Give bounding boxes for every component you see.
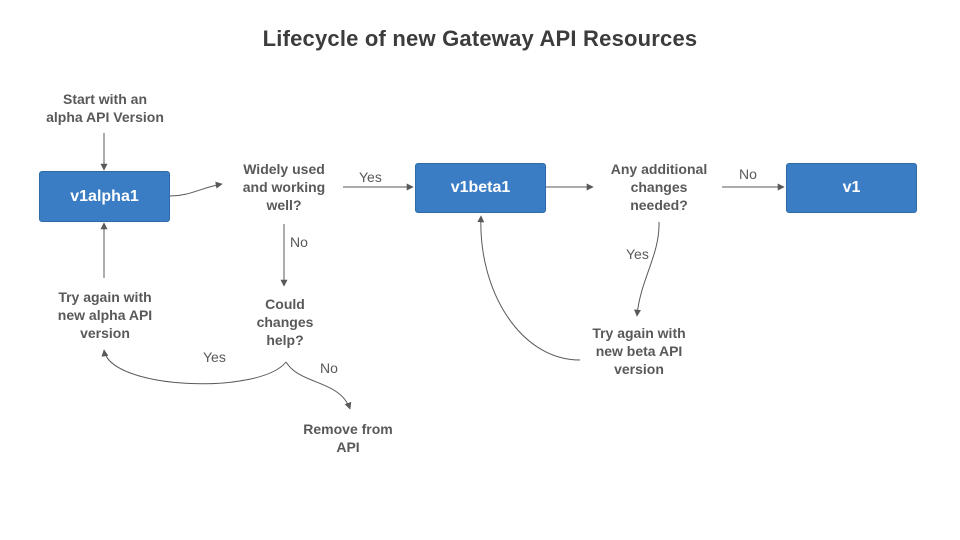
node-retry-beta: Try again with new beta API version — [592, 325, 686, 377]
node-v1: v1 — [786, 163, 917, 213]
node-additional-changes: Any additional changes needed? — [610, 161, 708, 213]
edge-label-changes-yes: Yes — [626, 246, 649, 262]
arrow-retry-beta-to-v1beta1 — [477, 215, 581, 361]
node-remove: Remove from API — [303, 421, 393, 455]
node-start: Start with an alpha API Version — [46, 91, 164, 125]
edge-label-help-yes: Yes — [203, 349, 226, 365]
arrow-additional-changes-to-retry-beta — [634, 221, 660, 317]
edge-label-changes-no: No — [739, 166, 757, 182]
node-v1beta1: v1beta1 — [415, 163, 546, 213]
node-could-help: Could changes help? — [256, 296, 314, 348]
edge-label-widely-yes: Yes — [359, 169, 382, 185]
arrow-could-help-to-retry-alpha — [101, 349, 287, 385]
diagram-title: Lifecycle of new Gateway API Resources — [262, 26, 698, 51]
node-retry-alpha: Try again with new alpha API version — [57, 289, 153, 341]
arrow-v1alpha1-to-widely-used — [169, 181, 223, 197]
node-v1alpha1: v1alpha1 — [39, 171, 170, 222]
node-widely-used: Widely used and working well? — [242, 161, 326, 213]
arrow-could-help-to-remove — [285, 361, 352, 410]
edge-label-help-no: No — [320, 360, 338, 376]
edge-label-widely-no: No — [290, 234, 308, 250]
